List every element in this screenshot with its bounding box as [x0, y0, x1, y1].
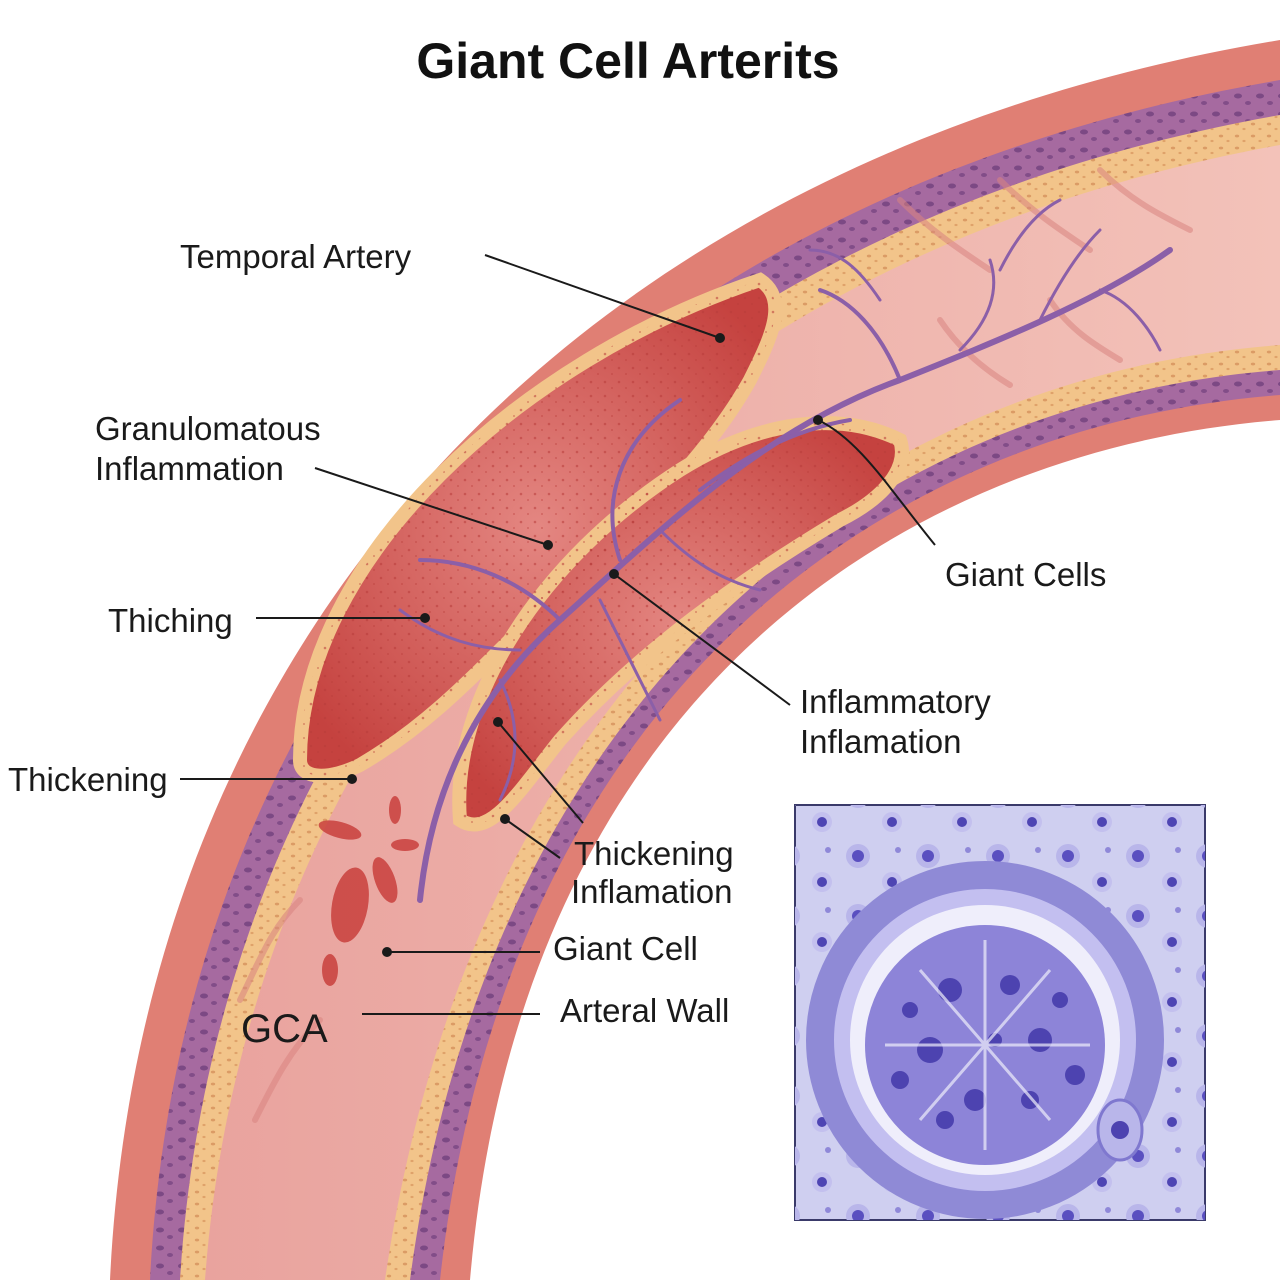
label-text: Giant Cell [553, 930, 698, 967]
thrombus-fragments [318, 796, 419, 986]
histology-inset [794, 804, 1206, 1221]
label-text: Giant Cells [945, 556, 1106, 593]
label-text: Arteral Wall [560, 992, 729, 1029]
diagram-title: Giant Cell Arterits [416, 33, 839, 89]
label-text: Temporal Artery [180, 238, 412, 275]
label-text-line1: Granulomatous [95, 410, 321, 447]
label-thiching: Thiching [108, 602, 430, 639]
label-giant-cells: Giant Cells [813, 415, 1106, 593]
label-text-line1: Inflammatory [800, 683, 991, 720]
label-thickening: Thickening [8, 761, 357, 798]
label-inflammatory-inflamation: Inflammatory Inflamation [609, 569, 991, 760]
label-text-line1: Thickening [574, 835, 734, 872]
branching-vessels [398, 198, 1173, 903]
label-text-line2: Inflamation [571, 873, 732, 910]
label-arterial-wall: Arteral Wall [362, 992, 729, 1029]
label-text-line2: Inflamation [800, 723, 961, 760]
label-text-line2: Inflammation [95, 450, 284, 487]
label-text: Thickening [8, 761, 168, 798]
label-giant-cell: Giant Cell [382, 930, 698, 967]
artery-illustration [110, 40, 1280, 1280]
label-thickening-inflamation: Thickening Inflamation [493, 717, 734, 910]
label-granulomatous-inflammation: Granulomatous Inflammation [95, 410, 553, 550]
label-temporal-artery: Temporal Artery [180, 238, 725, 343]
label-text: Thiching [108, 602, 233, 639]
label-gca: GCA [241, 1007, 328, 1051]
